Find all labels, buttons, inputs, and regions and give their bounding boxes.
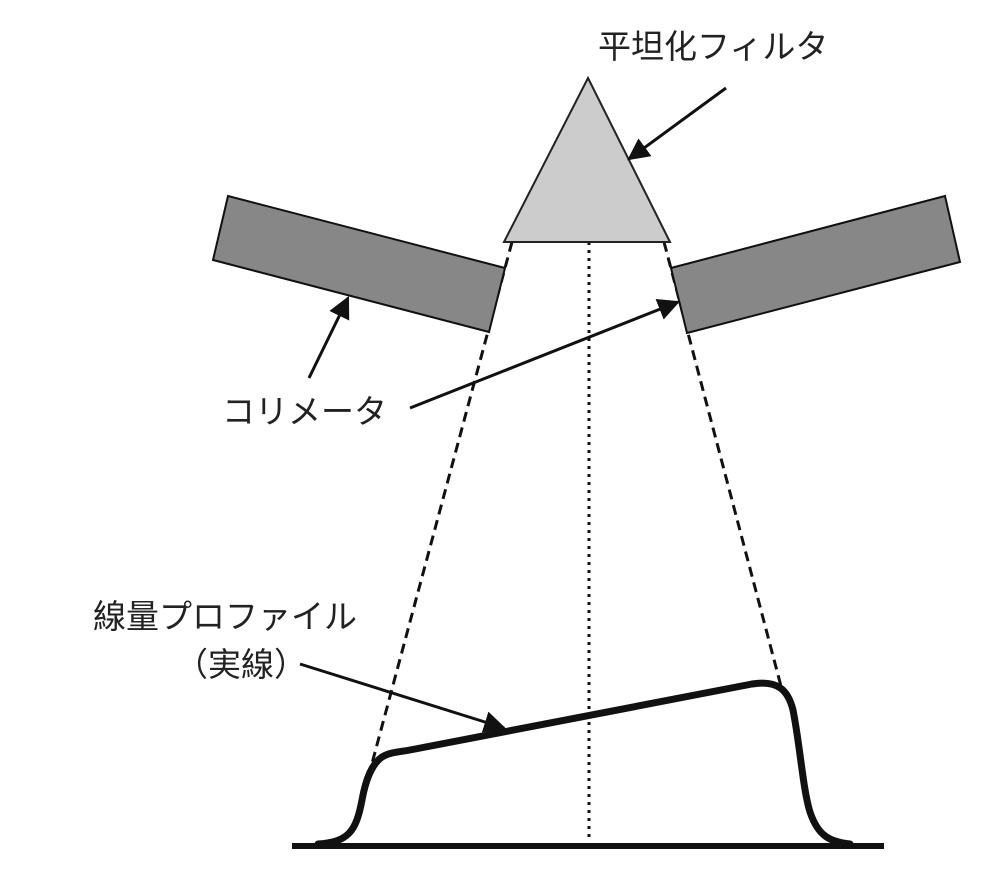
flattening-filter-label: 平坦化フィルタ	[598, 27, 828, 66]
dose-profile-label-line1: 線量プロファイル	[93, 597, 357, 636]
collimator-jaw-right	[669, 194, 962, 335]
beam-edge-right	[662, 241, 784, 691]
flattening-filter	[502, 75, 672, 243]
dose-profile-curve	[314, 679, 854, 848]
collimator-left-pointer-arrow	[307, 296, 350, 379]
dose-profile-pointer-arrow	[299, 662, 507, 733]
collimator-label: コリメータ	[222, 392, 387, 431]
collimator-right-pointer-arrow	[409, 299, 681, 410]
collimator-jaw-left	[211, 194, 507, 334]
filter-pointer-arrow	[627, 86, 727, 161]
dose-profile-label-line2: （実線）	[175, 645, 307, 684]
